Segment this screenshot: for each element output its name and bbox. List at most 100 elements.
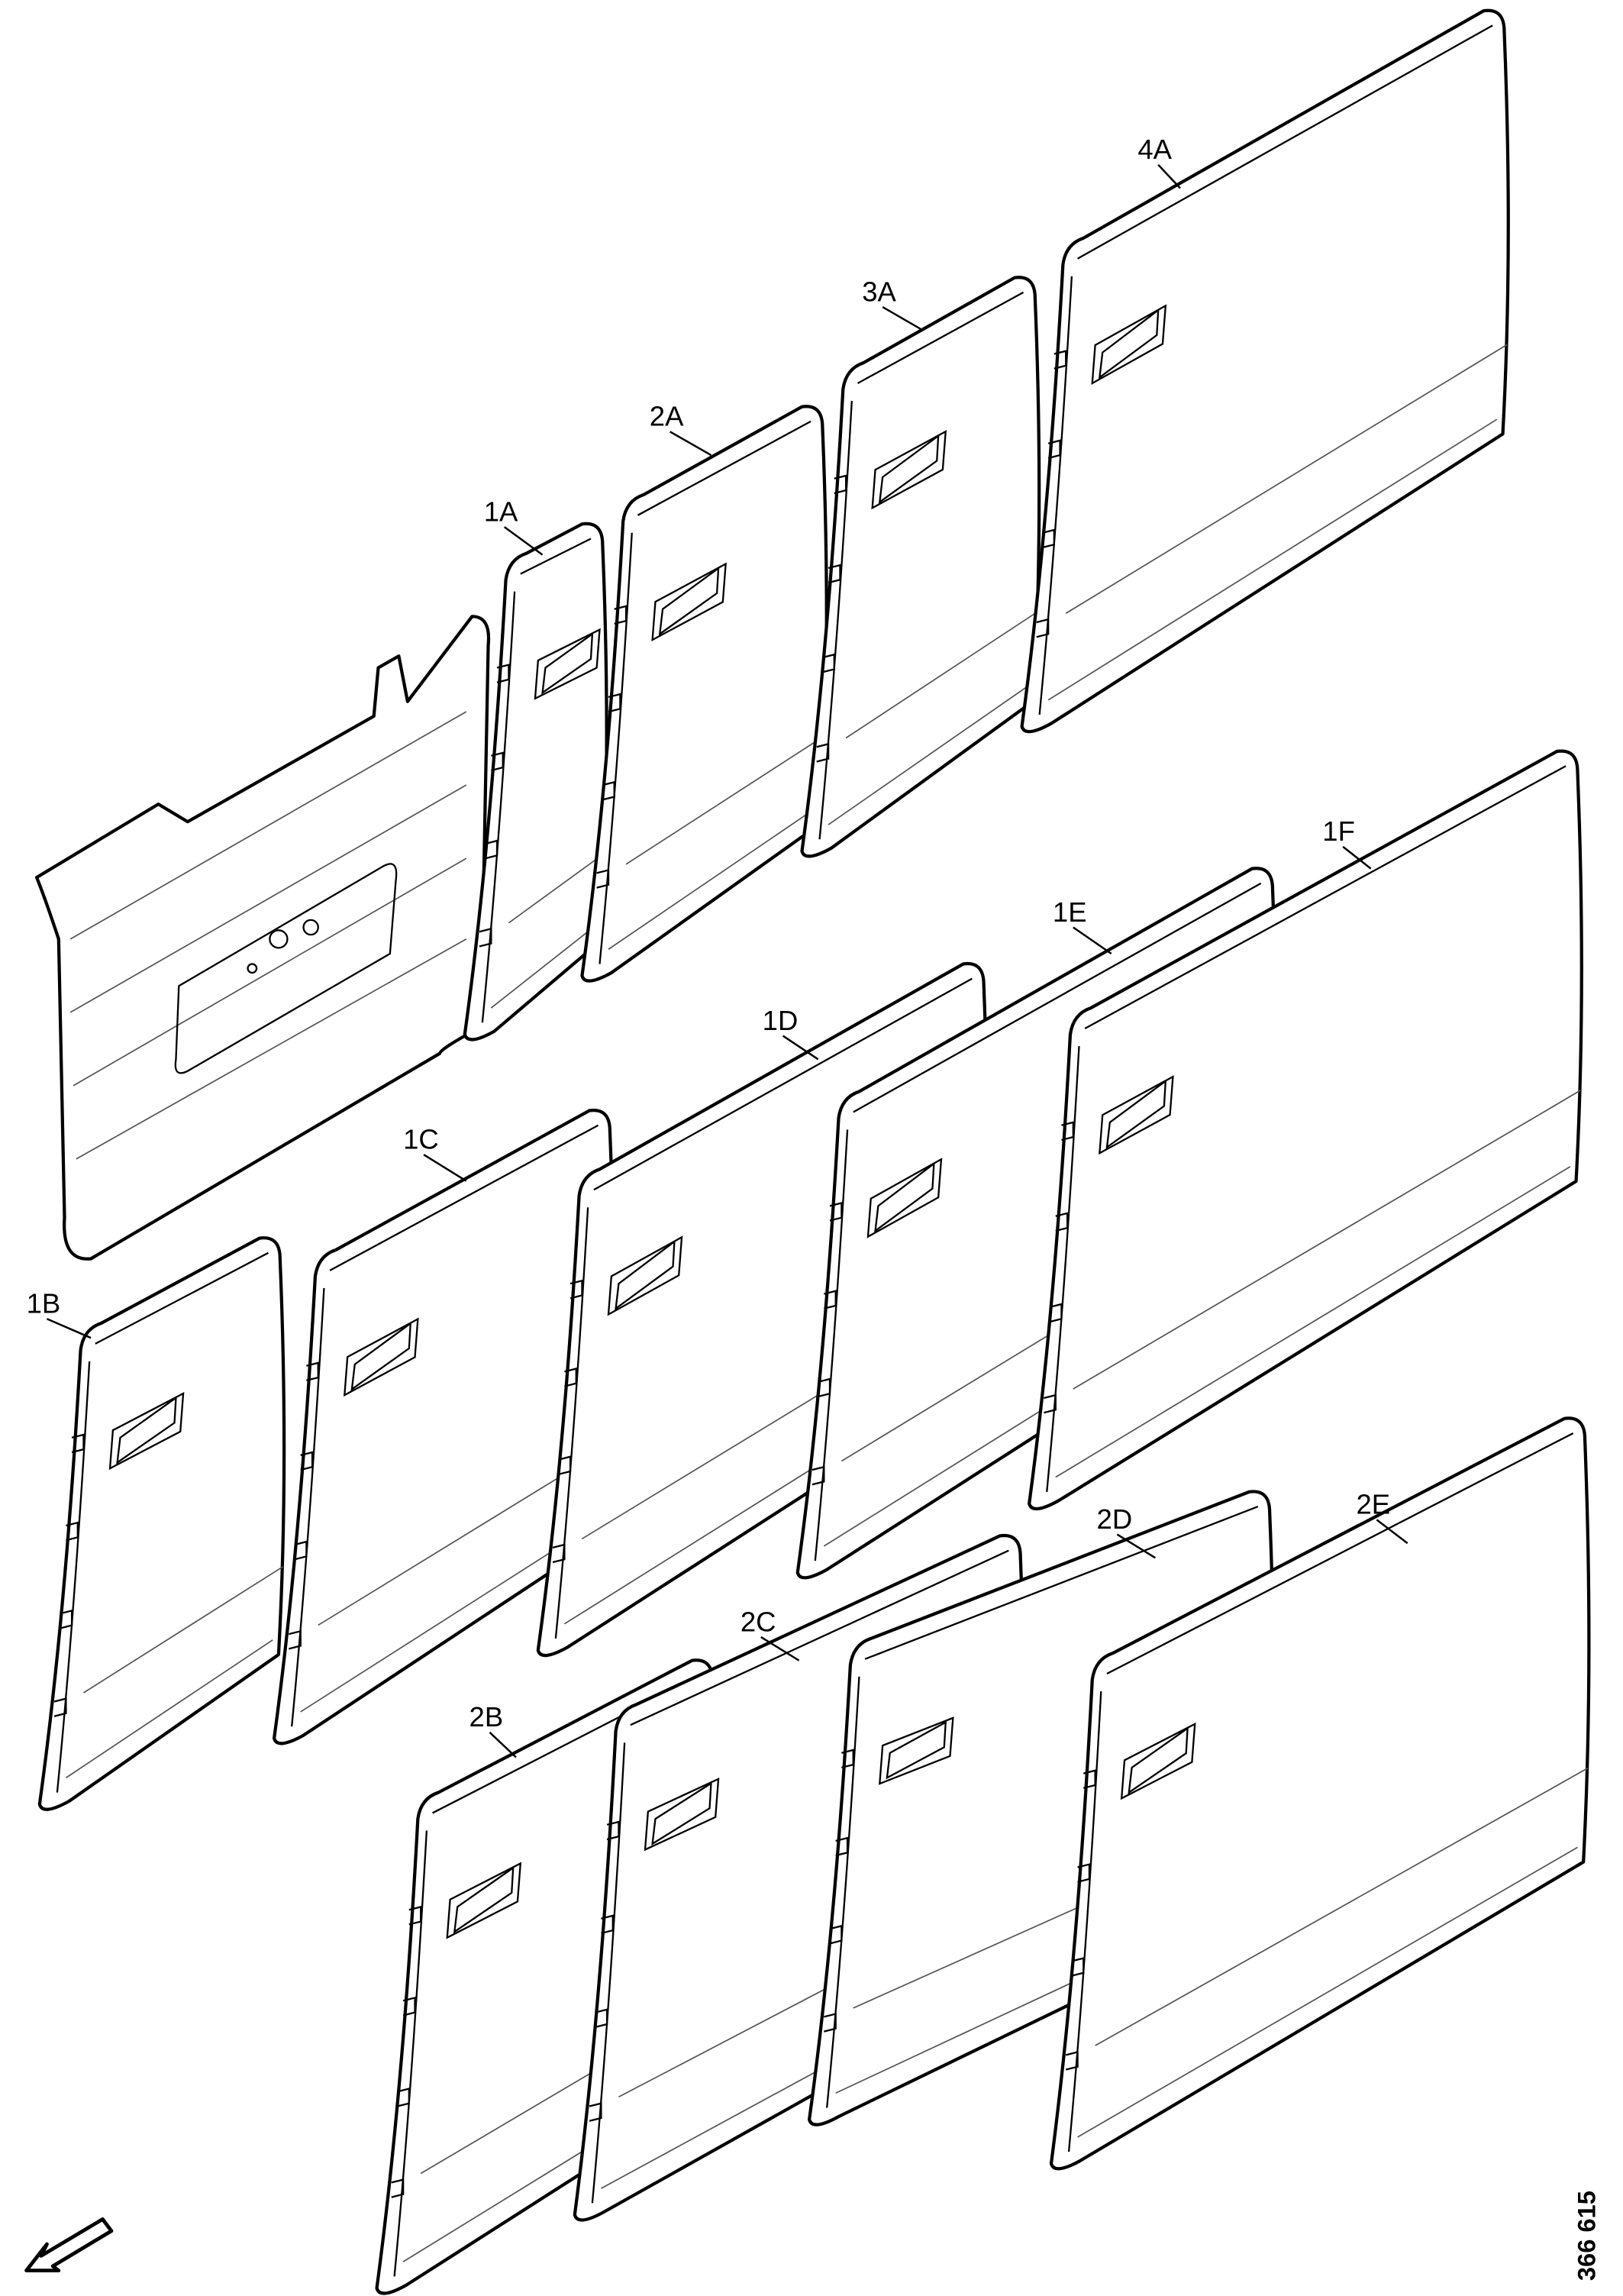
arrow-down-left-icon xyxy=(24,2217,114,2273)
door-panel-1a xyxy=(463,522,608,1041)
handle-recess xyxy=(607,1235,683,1316)
handle-recess xyxy=(644,1777,720,1852)
flange-notch xyxy=(828,564,841,584)
flange-notch xyxy=(829,1924,843,1945)
flange-notch xyxy=(829,1202,843,1222)
flange-notch xyxy=(564,1368,577,1387)
flange-notch xyxy=(1049,1303,1063,1323)
flange-notch xyxy=(289,1629,302,1650)
leader-line xyxy=(760,1636,800,1661)
part-label-2b: 2B xyxy=(469,1701,504,1732)
cab-rear-panel xyxy=(34,615,491,1261)
part-label-2a: 2A xyxy=(650,401,684,432)
part-label-1e: 1E xyxy=(1053,896,1087,928)
reference-number: 366 615 xyxy=(1573,2191,1601,2281)
handle-recess xyxy=(344,1317,419,1397)
flange-notch xyxy=(1036,618,1050,638)
flange-notch xyxy=(552,1543,566,1564)
flange-notch xyxy=(71,1433,85,1454)
part-label-1f: 1F xyxy=(1322,815,1355,847)
flange-notch xyxy=(408,1905,422,1926)
flange-notch xyxy=(608,693,621,713)
flange-notch xyxy=(822,653,835,673)
flange-notch xyxy=(479,927,492,948)
door-panel-1f xyxy=(1028,749,1583,1511)
flange-notch xyxy=(812,1465,825,1486)
leader-line xyxy=(670,431,712,457)
part-label-4a: 4A xyxy=(1137,134,1172,165)
part-label-1d: 1D xyxy=(763,1005,799,1036)
leader-line xyxy=(1116,1533,1157,1559)
part-label-2d: 2D xyxy=(1097,1503,1133,1535)
flange-notch xyxy=(66,1521,79,1542)
handle-recess xyxy=(446,1862,522,1939)
leader-line xyxy=(423,1154,467,1182)
door-panel-1b xyxy=(37,1236,286,1811)
flange-notch xyxy=(1077,1863,1091,1883)
flange-notch xyxy=(601,1914,614,1935)
handle-recess xyxy=(1120,1722,1196,1800)
flange-notch xyxy=(558,1455,572,1475)
door-panel-3a xyxy=(800,276,1041,858)
flange-notch xyxy=(1053,350,1067,370)
leader-line xyxy=(489,1731,517,1758)
flange-notch xyxy=(1061,1121,1074,1142)
flange-notch xyxy=(1083,1769,1096,1789)
leader-line xyxy=(882,306,921,330)
door-panel-2e xyxy=(1049,1416,1591,2171)
leader-line xyxy=(1157,163,1181,189)
leader-line xyxy=(1342,845,1372,870)
handle-recess xyxy=(866,1158,943,1238)
flange-notch xyxy=(53,1697,67,1717)
handle-recess xyxy=(108,1391,185,1471)
flange-notch xyxy=(491,751,504,772)
flange-notch xyxy=(306,1361,319,1382)
part-label-2c: 2C xyxy=(741,1606,776,1637)
leader-line xyxy=(782,1035,819,1061)
flange-notch xyxy=(391,2178,405,2198)
flange-notch xyxy=(60,1609,73,1629)
flange-notch xyxy=(1055,1212,1069,1232)
flange-notch xyxy=(300,1451,314,1471)
flange-notch xyxy=(570,1279,583,1300)
handle-recess xyxy=(1091,304,1167,386)
part-label-1c: 1C xyxy=(403,1123,439,1154)
flange-notch xyxy=(402,1996,416,2017)
flange-notch xyxy=(606,1820,620,1841)
leader-line xyxy=(46,1318,92,1339)
flange-notch xyxy=(614,605,628,625)
flange-notch xyxy=(294,1540,308,1561)
flange-notch xyxy=(595,2008,608,2028)
flange-notch xyxy=(596,869,610,889)
leader-line xyxy=(1073,926,1112,955)
flange-notch xyxy=(841,1749,854,1769)
part-label-1a: 1A xyxy=(484,496,518,527)
leader-line xyxy=(503,526,544,556)
door-panel-2a xyxy=(580,405,828,983)
flange-notch xyxy=(602,780,615,801)
part-label-2e: 2E xyxy=(1356,1489,1390,1520)
handle-recess xyxy=(879,1716,954,1785)
flange-notch xyxy=(816,742,830,763)
flange-notch xyxy=(397,2088,410,2107)
leader-line xyxy=(1376,1519,1408,1545)
flange-notch xyxy=(485,839,499,860)
flange-notch xyxy=(1065,2051,1079,2071)
flange-notch xyxy=(589,2102,602,2122)
handle-recess xyxy=(534,628,601,700)
flange-notch xyxy=(818,1377,831,1398)
flange-notch xyxy=(1071,1957,1085,1977)
handle-recess xyxy=(1099,1075,1174,1155)
flange-notch xyxy=(824,1290,837,1309)
part-label-1b: 1B xyxy=(27,1288,61,1319)
flange-notch xyxy=(1042,528,1055,549)
handle-recess xyxy=(651,562,727,642)
part-label-3a: 3A xyxy=(862,276,896,307)
flange-notch xyxy=(835,1836,849,1857)
flange-notch xyxy=(834,474,847,495)
flange-notch xyxy=(1047,439,1061,460)
handle-recess xyxy=(871,430,947,510)
flange-notch xyxy=(496,664,510,683)
